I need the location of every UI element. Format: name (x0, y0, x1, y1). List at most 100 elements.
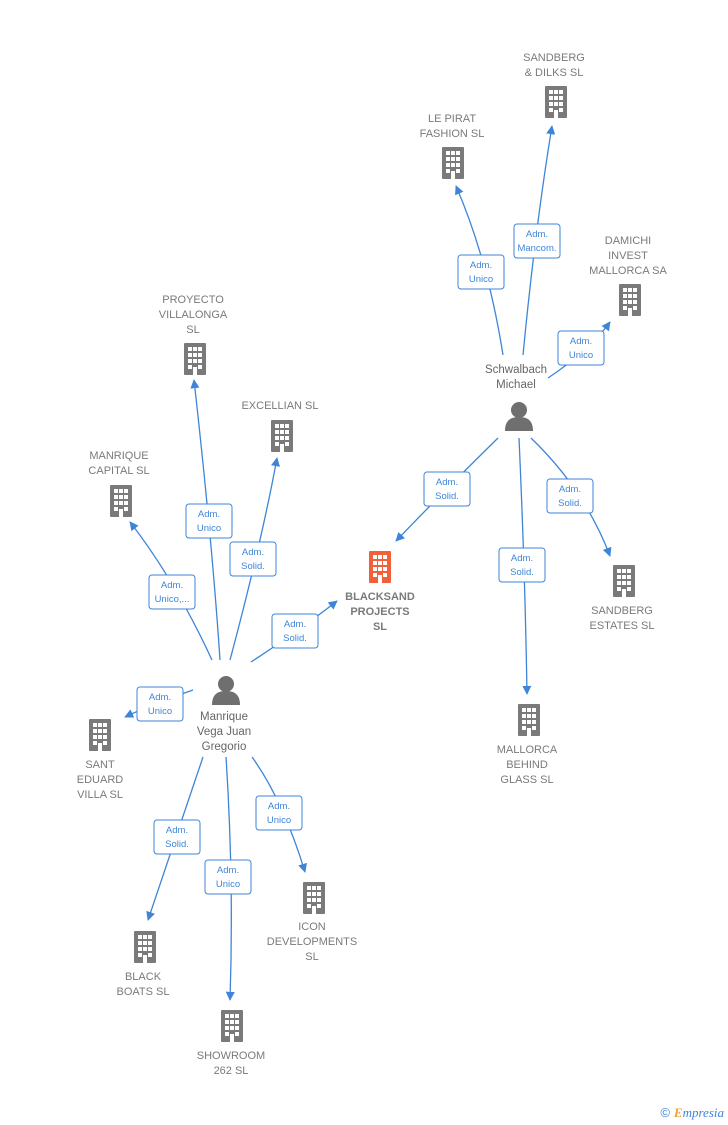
edge-label-line: Adm. (166, 825, 188, 836)
empresia-brand[interactable]: ©Empresia (660, 1105, 724, 1121)
edge-manrique-vega-to-icon-dev: Adm.Unico (251, 756, 307, 873)
edge-label-line: Solid. (558, 498, 582, 509)
edge-manrique-vega-to-proyecto: Adm.Unico (185, 379, 233, 661)
edge-manrique-vega-to-showroom: Adm.Unico (204, 756, 252, 1001)
edge-label-line: Adm. (242, 547, 264, 558)
edge-role-label[interactable]: Adm.Solid. (498, 547, 546, 583)
edge-role-label[interactable]: Adm.Unico (255, 795, 303, 831)
company-node-proyecto[interactable]: PROYECTO VILLALONGA SL (159, 294, 228, 375)
company-node-sandberg-dilks[interactable]: SANDBERG& DILKS SL (523, 52, 585, 118)
edge-label-line: Solid. (283, 633, 307, 644)
company-name-line: EXCELLIAN SL (241, 400, 318, 412)
edge-role-label[interactable]: Adm. Solid. (271, 613, 319, 649)
building-icon (518, 704, 540, 736)
edge-label-box (423, 471, 471, 507)
edge-schwalbach-to-sandberg-dilks: Adm.Mancom. (513, 125, 561, 356)
edge-label-line: Adm. (511, 553, 533, 564)
edge-label-box (148, 574, 196, 610)
person-name-line: Vega Juan (197, 726, 251, 738)
building-icon (619, 284, 641, 316)
edge-role-label[interactable]: Adm.Solid. (153, 819, 201, 855)
edge-label-box (255, 795, 303, 831)
person-name-line: Manrique (200, 711, 248, 723)
edge-label-line: Unico (216, 879, 240, 890)
edge-role-label[interactable]: Adm. Unico,... (148, 574, 196, 610)
company-name-line: BOATS SL (117, 986, 170, 998)
building-icon (442, 147, 464, 179)
edge-role-label[interactable]: Adm.Unico (457, 254, 505, 290)
company-name-line: BEHIND (506, 759, 548, 771)
building-icon (184, 343, 206, 375)
edge-role-label[interactable]: Adm.Unico (204, 859, 252, 895)
building-icon (545, 86, 567, 118)
edge-label-line: Solid. (241, 561, 265, 572)
edge-role-label[interactable]: Adm. Solid. (229, 541, 277, 577)
edge-label-box (153, 819, 201, 855)
edge-label-line: Unico,... (155, 594, 190, 605)
edge-label-line: Adm. (526, 229, 548, 240)
company-name-line: 262 SL (214, 1065, 249, 1077)
company-name-line: VILLALONGA (159, 309, 228, 321)
edge-label-line: Solid. (435, 491, 459, 502)
edge-role-label[interactable]: Adm.Unico (557, 330, 605, 366)
company-name-line: MALLORCA (497, 744, 558, 756)
edge-role-label[interactable]: Adm.Solid. (546, 478, 594, 514)
edge-label-line: Adm. (284, 619, 306, 630)
company-name-line: SL (373, 621, 387, 633)
company-name-line: SANDBERG (591, 605, 653, 617)
edge-label-box (136, 686, 184, 722)
company-name-line: BLACKSAND (345, 591, 415, 603)
company-name-line: DEVELOPMENTS (267, 936, 357, 948)
edge-schwalbach-to-blacksand: Adm.Solid. (395, 437, 499, 542)
company-name-line: MANRIQUE (89, 450, 148, 462)
edge-label-box (185, 503, 233, 539)
edge-label-line: Adm. (570, 336, 592, 347)
edge-label-box (457, 254, 505, 290)
edge-label-box (546, 478, 594, 514)
company-name-line: BLACK (125, 971, 162, 983)
edges-layer: Adm.UnicoAdm.Mancom.Adm.UnicoAdm.Solid.A… (124, 125, 612, 1001)
edge-schwalbach-to-le-pirat: Adm.Unico (455, 185, 505, 356)
edge-role-label[interactable]: Adm.Solid. (423, 471, 471, 507)
edge-schwalbach-to-sandberg-estates: Adm.Solid. (530, 437, 612, 557)
edge-label-line: Unico (148, 706, 172, 717)
company-node-excellian[interactable]: EXCELLIAN SL (241, 400, 319, 452)
edge-label-line: Unico (267, 815, 291, 826)
building-icon (271, 420, 293, 452)
company-name-line: DAMICHI (605, 235, 651, 247)
company-name-line: SL (305, 951, 318, 963)
building-icon (369, 551, 391, 583)
edge-role-label[interactable]: Adm. Unico (136, 686, 184, 722)
company-name-line: PROYECTO (162, 294, 224, 306)
edge-manrique-vega-to-sant-eduard: Adm. Unico (124, 686, 194, 722)
edge-role-label[interactable]: Adm.Mancom. (513, 223, 561, 259)
building-icon (221, 1010, 243, 1042)
edge-label-box (557, 330, 605, 366)
building-icon (613, 565, 635, 597)
edge-label-line: Adm. (149, 692, 171, 703)
edge-label-box (498, 547, 546, 583)
edge-label-line: Adm. (161, 580, 183, 591)
company-node-black-boats[interactable]: BLACK BOATS SL (117, 931, 170, 998)
edge-role-label[interactable]: Adm.Unico (185, 503, 233, 539)
company-name-line: SL (186, 324, 199, 336)
person-icon (505, 402, 533, 431)
edge-label-box (513, 223, 561, 259)
edge-schwalbach-to-damichi: Adm.Unico (547, 321, 611, 379)
company-name-line: SANDBERG (523, 52, 585, 64)
edge-manrique-vega-to-black-boats: Adm.Solid. (146, 756, 204, 921)
edge-manrique-vega-to-excellian: Adm. Solid. (229, 457, 281, 661)
